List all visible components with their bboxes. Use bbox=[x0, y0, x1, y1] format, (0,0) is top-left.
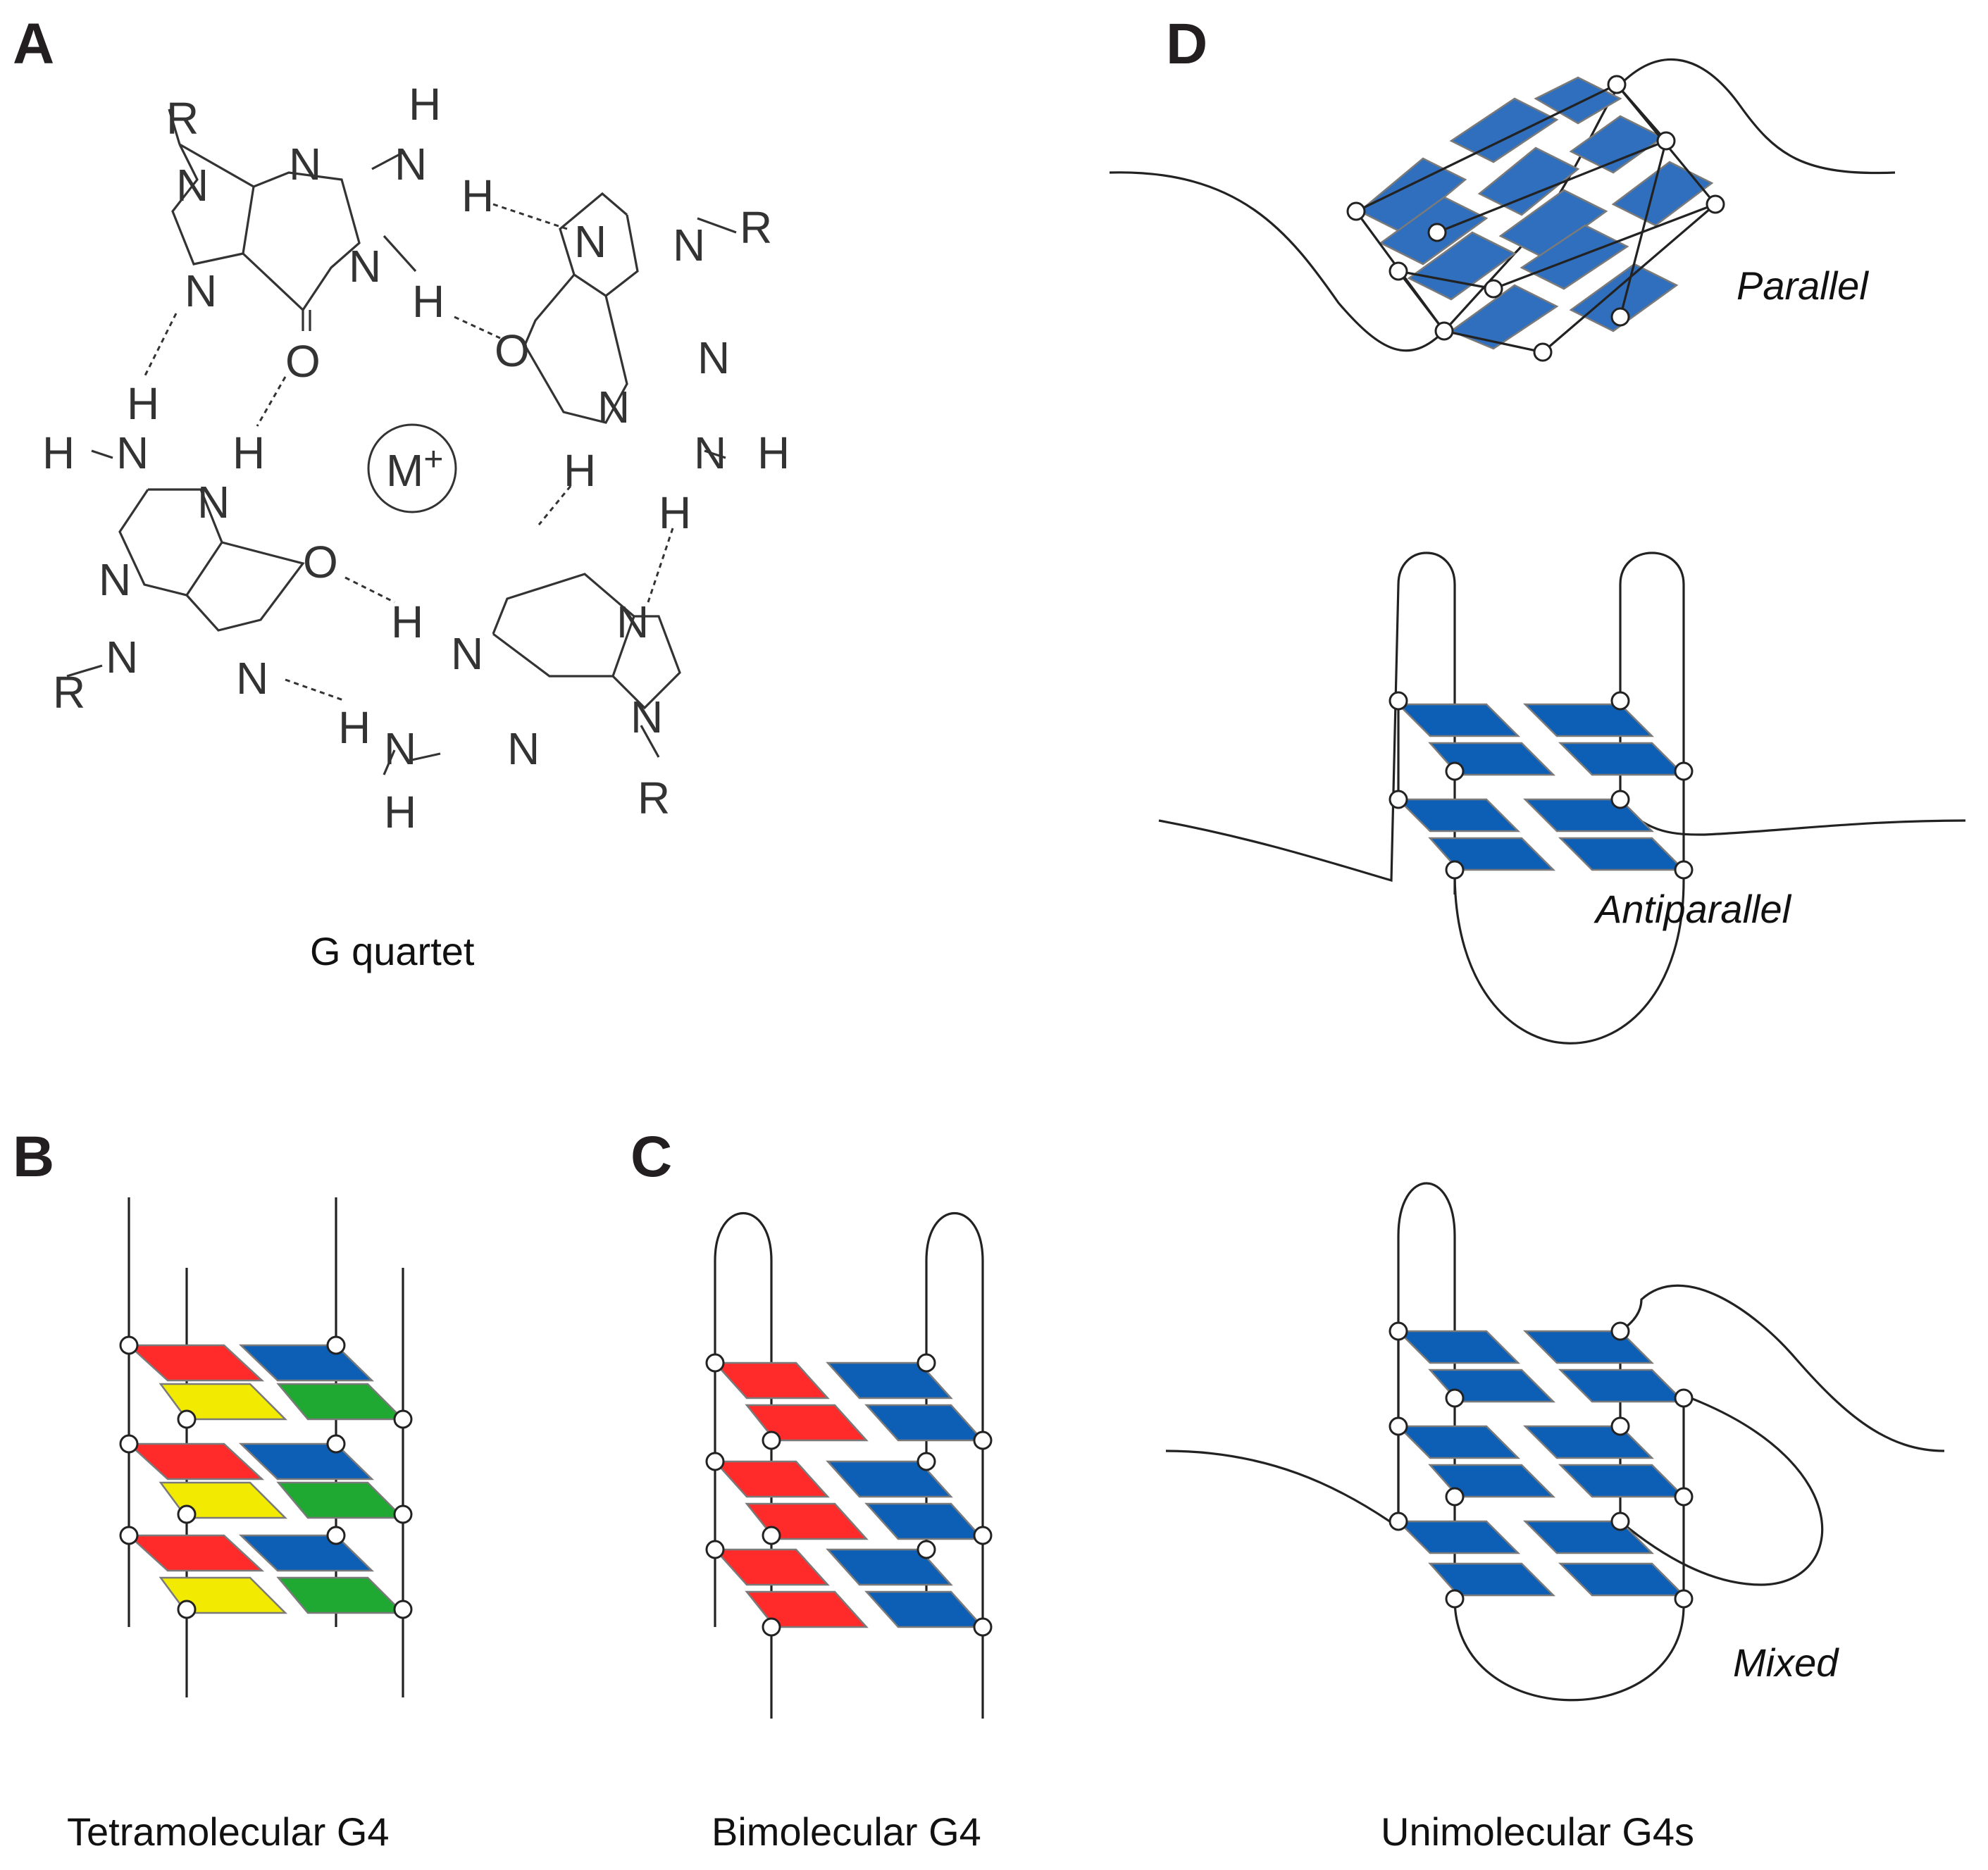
nodes-c bbox=[705, 1353, 993, 1637]
tile-blue bbox=[238, 1344, 375, 1382]
tile-red bbox=[126, 1534, 265, 1572]
atom-h: H bbox=[757, 428, 790, 478]
panel-d: D bbox=[1109, 12, 1966, 1854]
atom-h: H bbox=[409, 79, 441, 130]
label-antiparallel: Antiparallel bbox=[1593, 887, 1792, 931]
atom-n: N bbox=[99, 554, 131, 605]
atom-h: H bbox=[338, 702, 371, 753]
atom-h: H bbox=[659, 487, 691, 538]
atom-n: N bbox=[574, 216, 607, 267]
atom-o: O bbox=[285, 336, 321, 387]
label-parallel: Parallel bbox=[1737, 263, 1869, 308]
atom-h: H bbox=[42, 428, 75, 478]
tile-red bbox=[713, 1548, 830, 1586]
atom-n: N bbox=[451, 628, 483, 679]
atom-n: N bbox=[185, 266, 217, 316]
tile-blue bbox=[864, 1502, 985, 1540]
atom-labels: R N N N N N H H H O N N R N N O H N H H … bbox=[42, 79, 790, 837]
atom-n: N bbox=[349, 241, 381, 292]
tile-blue bbox=[826, 1548, 953, 1586]
tetrads-c bbox=[713, 1361, 985, 1628]
tetrads-b bbox=[126, 1344, 406, 1614]
topology-parallel: Parallel bbox=[1109, 58, 1896, 362]
label-mixed: Mixed bbox=[1733, 1640, 1839, 1685]
tile-red bbox=[713, 1460, 830, 1498]
atom-h: H bbox=[391, 597, 423, 647]
tile-blue bbox=[826, 1361, 953, 1400]
atom-n: N bbox=[176, 160, 209, 211]
tile-red bbox=[126, 1442, 265, 1481]
tile-blue bbox=[238, 1534, 375, 1572]
panel-letter-b: B bbox=[13, 1125, 54, 1189]
tile-red bbox=[745, 1404, 869, 1442]
atom-n: N bbox=[106, 632, 138, 682]
atom-h: H bbox=[127, 378, 159, 429]
metal-ion-ring bbox=[367, 423, 457, 513]
atom-r: R bbox=[638, 773, 670, 823]
hydrogen-bonds bbox=[143, 203, 674, 702]
atom-n: N bbox=[673, 220, 705, 270]
tile-yellow bbox=[159, 1383, 288, 1421]
topology-antiparallel: Antiparallel bbox=[1158, 551, 1966, 1045]
atom-r: R bbox=[166, 93, 199, 144]
caption-tetramolecular: Tetramolecular G4 bbox=[67, 1809, 390, 1854]
tile-red bbox=[713, 1361, 830, 1400]
topology-mixed: Mixed bbox=[1165, 1182, 1945, 1702]
tile-blue bbox=[238, 1442, 375, 1481]
tile-green bbox=[276, 1481, 406, 1519]
atom-n: N bbox=[694, 428, 726, 478]
atom-r: R bbox=[740, 202, 772, 253]
atom-n: N bbox=[116, 428, 149, 478]
atom-n: N bbox=[507, 723, 540, 774]
caption-bimolecular: Bimolecular G4 bbox=[712, 1809, 981, 1854]
tile-blue bbox=[864, 1590, 985, 1628]
atom-n: N bbox=[697, 332, 730, 383]
panel-b: B Tetramol bbox=[13, 1125, 413, 1854]
caption-g-quartet: G quartet bbox=[310, 929, 475, 973]
tile-red bbox=[745, 1590, 869, 1628]
panel-a: A bbox=[13, 12, 790, 973]
atom-h: H bbox=[412, 276, 445, 327]
atom-o: O bbox=[495, 325, 530, 376]
atom-n: N bbox=[197, 477, 230, 528]
atom-n: N bbox=[616, 597, 649, 647]
tile-red bbox=[126, 1344, 265, 1382]
atom-h: H bbox=[232, 428, 265, 478]
quartet-bonds bbox=[66, 108, 737, 775]
panel-c: C Bimolecular G4 bbox=[630, 1125, 993, 1854]
atom-h: H bbox=[564, 445, 596, 496]
nodes-b bbox=[119, 1335, 413, 1619]
metal-ion-label: M+ bbox=[386, 441, 443, 496]
atom-n: N bbox=[395, 139, 427, 189]
panel-letter-c: C bbox=[630, 1125, 672, 1189]
atom-n: N bbox=[384, 723, 416, 774]
atom-n: N bbox=[236, 653, 268, 704]
panel-letter-a: A bbox=[13, 12, 54, 76]
tile-blue bbox=[864, 1404, 985, 1442]
panel-letter-d: D bbox=[1166, 12, 1207, 76]
tile-blue bbox=[826, 1460, 953, 1498]
atom-h: H bbox=[384, 787, 416, 837]
tile-green bbox=[276, 1576, 406, 1614]
atom-h: H bbox=[461, 170, 494, 221]
atom-n: N bbox=[630, 692, 663, 742]
caption-unimolecular: Unimolecular G4s bbox=[1381, 1809, 1694, 1854]
strands-c bbox=[714, 1212, 984, 1719]
atom-n: N bbox=[289, 139, 321, 189]
tile-green bbox=[276, 1383, 406, 1421]
atom-n: N bbox=[597, 382, 630, 432]
atom-o: O bbox=[303, 537, 338, 587]
atom-r: R bbox=[53, 667, 85, 718]
